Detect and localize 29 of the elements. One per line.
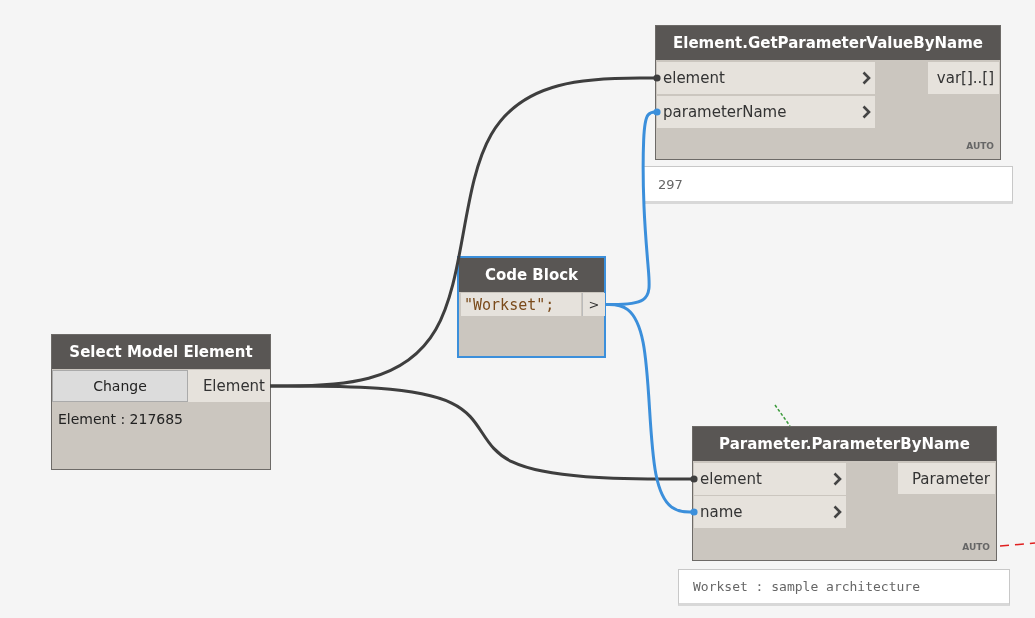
node-card [655,25,1001,160]
port-label: element [663,69,725,87]
input-port [657,96,875,128]
node-title: Element.GetParameterValueByName [656,26,1000,60]
node-title: Select Model Element [52,335,270,369]
preview-bubble: 297 [643,166,1013,204]
dashed-connector [999,542,1035,547]
output-port: var[]..[] [928,62,999,94]
port-label: parameterName [663,103,787,121]
input-port [657,62,875,94]
port-label: name [700,503,743,521]
port-label: element [700,470,762,488]
input-port [694,463,846,495]
change-button: Change [52,370,188,402]
input-port [694,496,846,528]
lacing-label: AUTO [962,542,990,552]
lacing-label: AUTO [966,141,994,151]
node-title: Parameter.ParameterByName [693,427,996,461]
output-port: Element [188,370,270,402]
node-card [692,426,997,561]
node-title: Code Block [459,258,604,292]
node-card [51,334,271,470]
output-port: > [582,293,605,316]
wire [270,384,698,483]
output-port: Parameter [898,463,995,494]
node-value: Element : 217685 [58,411,184,427]
node-card [457,256,606,358]
dashed-connector [774,404,791,427]
preview-bubble: Workset : sample architecture [678,569,1010,606]
